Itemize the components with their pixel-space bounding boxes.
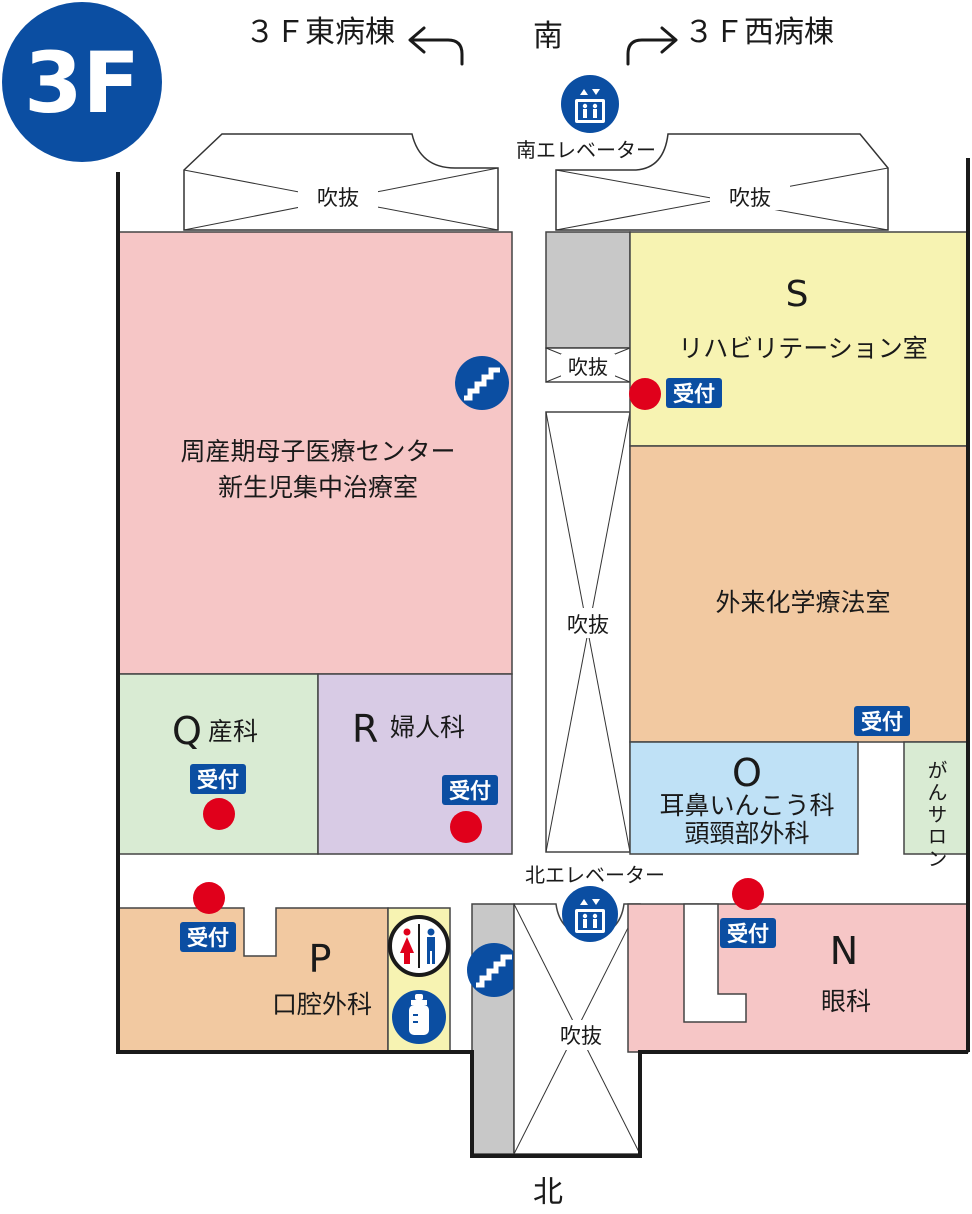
room-q-name: 産科 (208, 717, 258, 746)
reception-label: 受付 (727, 922, 769, 946)
room-p-oral-surgery[interactable] (117, 907, 389, 1053)
atrium-label: 吹抜 (317, 186, 359, 210)
room-outpatient-chemotherapy[interactable] (629, 445, 969, 743)
reception-label: 受付 (861, 710, 903, 734)
room-r-letter: R (352, 707, 378, 751)
floor-badge-circle (2, 2, 162, 162)
room-n-alcove (683, 903, 747, 1023)
atrium-small: 吹抜 (545, 347, 631, 383)
atrium-label: 吹抜 (568, 355, 608, 379)
room-r-name: 婦人科 (390, 713, 465, 742)
stairs-icon (467, 943, 521, 997)
reception-badge-r[interactable]: 受付 (442, 775, 498, 805)
arrow-left-icon (408, 26, 464, 66)
room-q-letter: Q (172, 709, 202, 753)
nicu-name: 新生児集中治療室 (218, 473, 418, 502)
room-o-line2: 頭頸部外科 (684, 819, 809, 848)
reception-dot (629, 378, 661, 410)
room-s-letter: S (786, 274, 809, 315)
elevator-icon (561, 75, 619, 133)
reception-label: 受付 (449, 779, 491, 803)
room-s-name: リハビリテーション室 (678, 334, 928, 363)
atrium-middle: 吹抜 (545, 411, 631, 853)
room-o-line1: 耳鼻いんこう科 (659, 791, 834, 820)
atrium-north: 吹抜 (513, 903, 641, 1155)
north-label: 北 (533, 1175, 563, 1210)
south-elevator: 南エレベーター (516, 75, 656, 162)
reception-badge-chemo[interactable]: 受付 (854, 706, 910, 736)
room-salon-name: がんサロン (924, 760, 948, 870)
atrium-top-left: 吹抜 (183, 133, 499, 231)
reception-label: 受付 (673, 382, 715, 406)
room-p-letter: P (309, 937, 332, 981)
room-n-ophthalmology[interactable] (627, 903, 969, 1053)
reception-label: 受付 (197, 768, 239, 792)
north-elevator-label: 北エレベーター (525, 863, 665, 887)
room-r-gynecology[interactable] (317, 673, 513, 855)
reception-badge-s[interactable]: 受付 (666, 378, 722, 408)
north-elevator: 北エレベーター (525, 863, 665, 942)
room-o-letter: O (732, 751, 762, 795)
elevator-icon (562, 886, 618, 942)
reception-dot (450, 811, 482, 843)
reception-dot (193, 882, 225, 914)
stairs-icon (455, 356, 509, 410)
reception-badge-p[interactable]: 受付 (180, 922, 236, 952)
reception-label: 受付 (187, 926, 229, 950)
reception-badge-n[interactable]: 受付 (720, 918, 776, 948)
shaft-top (545, 231, 631, 349)
perinatal-center-name: 周産期母子医療センター (180, 437, 455, 466)
atrium-label: 吹抜 (567, 613, 609, 637)
south-elevator-label: 南エレベーター (516, 138, 656, 162)
restroom-icon (388, 915, 450, 977)
room-s-rehabilitation[interactable] (629, 231, 969, 447)
nursing-bottle-icon (392, 990, 446, 1044)
reception-dot (732, 878, 764, 910)
floor-label: 3F (24, 34, 140, 132)
atrium-label: 吹抜 (560, 1024, 602, 1048)
room-n-letter: N (830, 929, 858, 973)
room-cancer-salon[interactable] (903, 741, 969, 855)
arrow-right-icon (626, 26, 678, 66)
room-chemo-name: 外来化学療法室 (715, 588, 890, 617)
room-p-name: 口腔外科 (272, 990, 372, 1019)
reception-badge-q[interactable]: 受付 (190, 764, 246, 794)
west-ward-label: ３Ｆ西病棟 (684, 15, 834, 50)
shaft-bottom (471, 903, 515, 1155)
atrium-label: 吹抜 (729, 186, 771, 210)
building-walls (116, 158, 970, 1158)
atrium-top-right: 吹抜 (555, 133, 889, 231)
floor-badge: 3F (2, 2, 162, 162)
south-label: 南 (533, 19, 563, 54)
room-n-name: 眼科 (821, 987, 871, 1016)
reception-dot (203, 798, 235, 830)
east-ward-label: ３Ｆ東病棟 (245, 15, 395, 50)
room-o-ent[interactable] (629, 741, 859, 855)
